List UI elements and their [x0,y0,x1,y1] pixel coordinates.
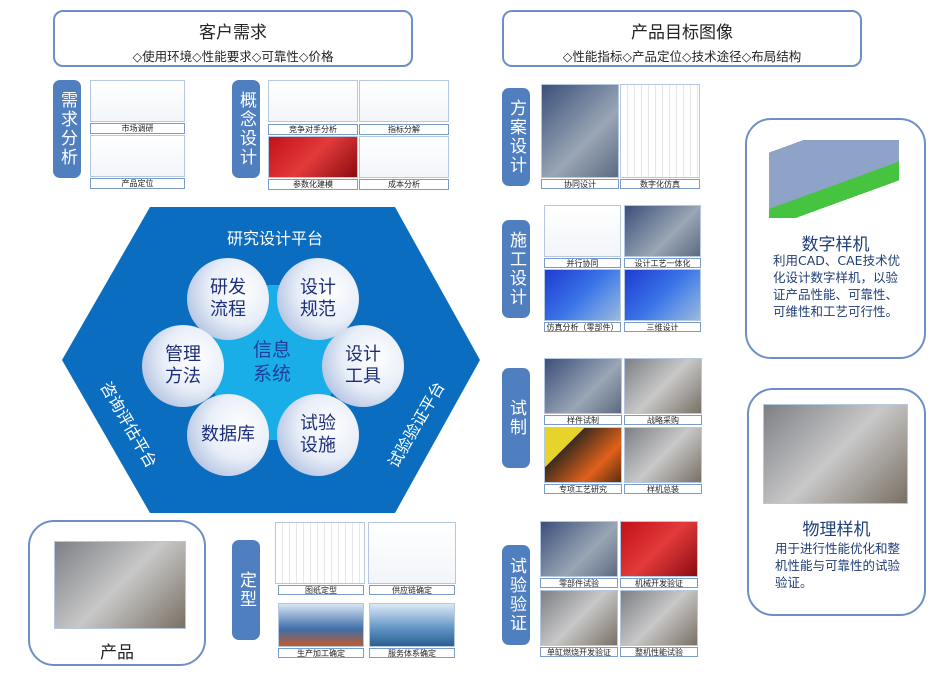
digital-prototype-image [769,140,899,218]
caption: 零部件试验 [540,578,618,588]
circle-management: 管理方法 [142,325,224,407]
mechanical-dev-image [620,521,698,577]
caption: 专项工艺研究 [544,484,622,494]
caption: 参数化建模 [268,179,358,190]
info-system-label: 信息系统 [252,339,291,385]
caption: 战略采购 [624,415,702,425]
caption: 样机总装 [624,484,702,494]
process-research-image [544,427,622,483]
stage-demand-analysis: 需求分析 [53,80,81,178]
collaborative-design-image [541,84,619,178]
stage-concept-design: 概念设计 [232,80,260,178]
caption: 成本分析 [359,179,449,190]
simulation-analysis-image [544,269,621,321]
indicator-table-image [359,80,449,122]
circle-rd-process: 研发流程 [187,258,269,340]
stage-test-verification: 试验验证 [502,545,530,645]
physical-prototype-box: 物理样机 用于进行性能优化和整机性能与可靠性的试验验证。 [747,388,926,616]
market-research-image [90,80,185,122]
customer-needs-subtitle: ◇使用环境◇性能要求◇可靠性◇价格 [132,49,334,64]
product-target-title: 产品目标图像 [631,23,733,43]
stage-construction-design: 施工设计 [502,220,530,318]
design-process-image [624,205,701,257]
caption: 仿真分析（零部件） [544,322,621,332]
physical-prototype-image [763,404,908,504]
digital-prototype-box: 数字样机 利用CAD、CAE技术优化设计数字样机，以验证产品性能、可靠性、可维性… [745,118,926,359]
product-target-subtitle: ◇性能指标◇产品定位◇技术途径◇布局结构 [562,49,802,64]
caption: 市场调研 [90,123,185,134]
stage-finalization: 定型 [232,540,260,640]
circle-design-tools: 设计工具 [322,325,404,407]
supply-chain-image [368,522,456,584]
caption: 生产加工确定 [278,648,364,658]
physical-prototype-desc: 用于进行性能优化和整机性能与可靠性的试验验证。 [775,541,901,590]
physical-prototype-title: 物理样机 [802,520,871,540]
product-box: 产品 [28,520,206,666]
research-design-platform-label: 研究设计平台 [226,229,323,248]
customer-needs-box: 客户需求 ◇使用环境◇性能要求◇可靠性◇价格 [53,10,413,67]
caption: 指标分解 [359,124,449,135]
caption: 竞争对手分析 [268,124,358,135]
single-cylinder-image [540,590,618,646]
digital-simulation-image [620,84,700,178]
caption: 整机性能试验 [620,647,698,657]
parametric-model-image [268,136,358,178]
caption: 设计工艺一体化 [624,258,701,268]
competitor-chart-image [268,80,358,122]
stage-scheme-design: 方案设计 [502,88,530,186]
engine-performance-image [620,590,698,646]
product-label: 产品 [100,643,134,663]
caption: 图纸定型 [278,585,364,595]
caption: 样件试制 [544,415,622,425]
caption: 协同设计 [541,179,619,189]
stage-trial-production: 试制 [502,368,530,468]
procurement-image [624,358,702,414]
product-positioning-image [90,135,185,177]
3d-design-image [624,269,701,321]
caption: 服务体系确定 [369,648,455,658]
production-image [278,603,364,647]
drawing-image [275,522,365,584]
circle-test-facilities: 试验设施 [277,394,359,476]
sample-part-image [544,358,622,414]
product-image [54,541,186,629]
caption: 三维设计 [624,322,701,332]
caption: 机械开发验证 [620,578,698,588]
caption: 单缸燃烧开发验证 [540,647,618,657]
caption: 并行协同 [544,258,621,268]
digital-prototype-desc: 利用CAD、CAE技术优化设计数字样机，以验证产品性能、可靠性、可维性和工艺可行… [773,253,901,319]
service-image [369,603,455,647]
customer-needs-title: 客户需求 [199,23,267,43]
caption: 供应链确定 [369,585,455,595]
product-target-box: 产品目标图像 ◇性能指标◇产品定位◇技术途径◇布局结构 [502,10,862,67]
circle-database: 数据库 [187,394,269,476]
prototype-assembly-image [624,427,702,483]
circle-design-spec: 设计规范 [277,258,359,340]
component-test-image [540,521,618,577]
caption: 数字化仿真 [620,179,700,189]
parallel-collab-image [544,205,621,257]
cost-bar-chart-image [359,136,449,178]
digital-prototype-title: 数字样机 [801,235,870,255]
caption: 产品定位 [90,178,185,189]
